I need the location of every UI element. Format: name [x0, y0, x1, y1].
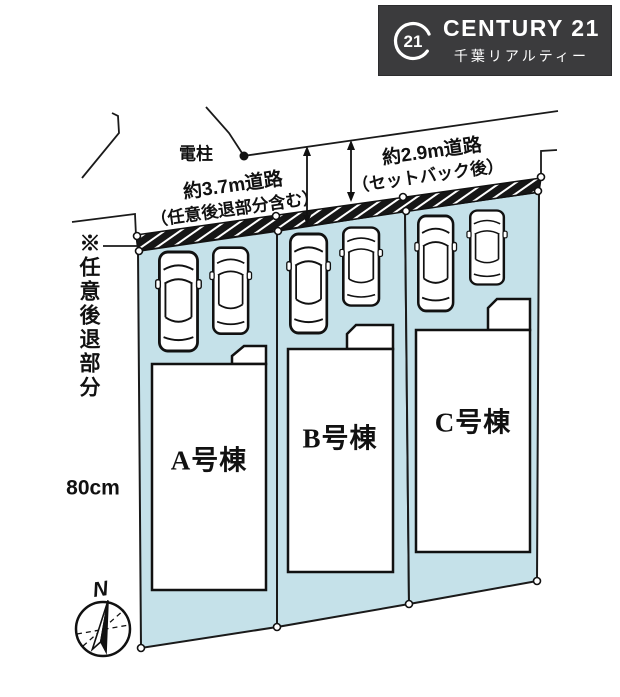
boundary-line-topright — [540, 149, 558, 177]
setback-note-vertical: ※任意後退部分 — [77, 232, 100, 400]
utility-pole-leader — [205, 106, 243, 154]
logo-brand-text: CENTURY 21 — [443, 15, 600, 41]
setback-size-label: 80cm — [66, 476, 120, 500]
century21-logo: 21 CENTURY 21 千葉リアルティー — [378, 5, 612, 76]
building-b — [286, 323, 395, 574]
car-icon — [465, 209, 509, 286]
lot-c-name: C号棟 — [434, 407, 512, 438]
badge-number: 21 — [404, 32, 423, 51]
car-icon — [285, 232, 332, 335]
compass: N — [74, 577, 132, 658]
car-icon — [154, 250, 203, 353]
neighbor-boundary-line-topleft — [81, 112, 120, 179]
lot-b-name: B号棟 — [302, 423, 378, 454]
century21-badge-icon: 21 — [393, 21, 433, 60]
utility-pole-label: 電柱 — [179, 144, 213, 164]
car-icon — [208, 246, 253, 336]
compass-north-label: N — [91, 577, 110, 602]
dimension-arrow-road-3-7m — [303, 146, 311, 225]
building-c — [414, 297, 532, 554]
boundary-line-left — [71, 212, 137, 237]
utility-pole-dot — [239, 151, 249, 161]
building-a — [150, 344, 268, 592]
car-icon — [413, 214, 458, 313]
road-opposite-edge-line — [242, 110, 559, 157]
logo-subtitle-text: 千葉リアルティー — [453, 48, 589, 64]
dimension-arrow-road-2-9m — [347, 140, 355, 202]
lot-a-name: A号棟 — [170, 445, 248, 476]
car-icon — [338, 226, 384, 307]
boundary-point-markers — [132, 172, 546, 653]
